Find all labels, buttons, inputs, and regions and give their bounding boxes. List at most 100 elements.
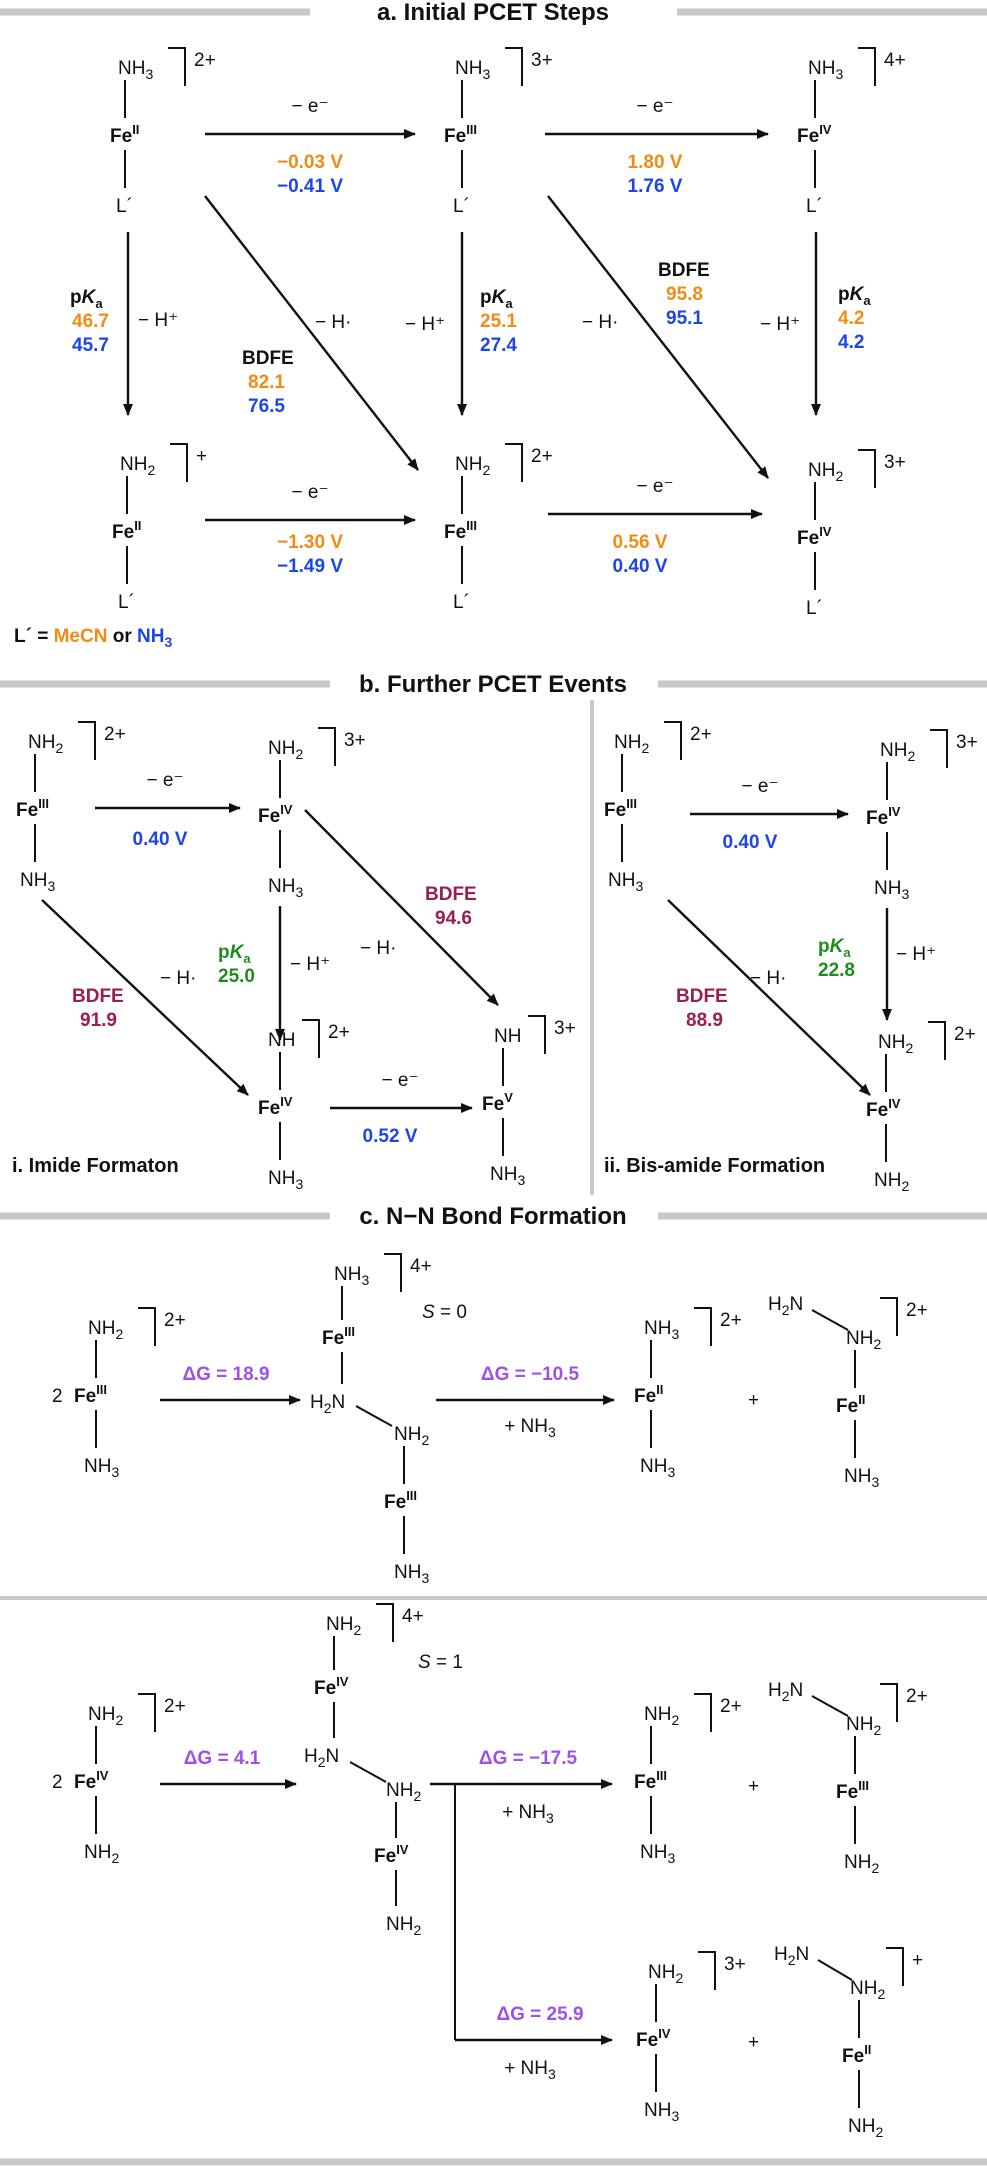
svg-text:2: 2 (52, 1386, 63, 1407)
svg-text:FeIII: FeIII (384, 1488, 417, 1513)
svg-text:− H⁺: − H⁺ (896, 944, 936, 965)
svg-text:NH2: NH2 (28, 732, 63, 756)
svg-text:FeIII: FeIII (16, 796, 49, 821)
svg-text:S = 1: S = 1 (418, 1652, 463, 1673)
svg-text:NH3: NH3 (268, 1168, 303, 1192)
section-c-title: c. N−N Bond Formation (359, 1203, 626, 1230)
charge: 3+ (884, 452, 906, 473)
svg-text:FeII: FeII (634, 1382, 663, 1407)
svg-text:NH3: NH3 (268, 876, 303, 900)
section-b-title: b. Further PCET Events (359, 671, 627, 698)
svg-text:NH2: NH2 (394, 1424, 429, 1448)
svg-text:NH2: NH2 (84, 1842, 119, 1866)
svg-text:H2N: H2N (768, 1294, 803, 1318)
svg-text:FeIV: FeIV (797, 122, 832, 147)
svg-text:FeIV: FeIV (314, 1674, 349, 1699)
svg-text:− e⁻: − e⁻ (742, 776, 779, 797)
svg-text:ΔG = 25.9: ΔG = 25.9 (496, 2004, 583, 2025)
svg-text:NH3: NH3 (394, 1562, 429, 1586)
svg-text:3+: 3+ (724, 1954, 746, 1975)
svg-text:NH2: NH2 (386, 1914, 421, 1938)
svg-text:FeIV: FeIV (74, 1768, 109, 1793)
svg-text:NH3: NH3 (334, 1264, 369, 1288)
svg-text:25.0: 25.0 (218, 966, 255, 987)
svg-text:−1.30 V: −1.30 V (277, 532, 343, 553)
e2-nh3: 1.76 V (628, 176, 683, 197)
svg-text:NH3: NH3 (20, 870, 55, 894)
svg-text:NH3: NH3 (808, 58, 843, 82)
svg-text:NH3: NH3 (844, 1466, 879, 1490)
charge: 2+ (194, 50, 216, 71)
svg-text:ΔG = 18.9: ΔG = 18.9 (182, 1364, 269, 1385)
svg-text:NH3: NH3 (455, 58, 490, 82)
svg-text:0.40 V: 0.40 V (723, 832, 778, 853)
scheme-fe3-coupling: NH2 2+ 2 FeIII NH3 ΔG = 18.9 NH3 4+ S = … (52, 1253, 928, 1586)
svg-text:2+: 2+ (164, 1310, 186, 1331)
svg-text:NH3: NH3 (644, 1318, 679, 1342)
svg-text:S = 0: S = 0 (422, 1302, 467, 1323)
svg-text:L´: L´ (118, 592, 135, 613)
svg-text:− H·: − H· (582, 312, 618, 333)
species-fe2-nh2: NH2 + FeII L´ (112, 443, 207, 613)
svg-text:NH3: NH3 (84, 1456, 119, 1480)
svg-text:FeIII: FeIII (74, 1382, 107, 1407)
svg-text:− H·: − H· (160, 968, 196, 989)
svg-text:+: + (748, 2032, 759, 2053)
svg-text:NH3: NH3 (640, 1456, 675, 1480)
svg-text:+ NH3: + NH3 (504, 1416, 556, 1440)
svg-text:NH2: NH2 (88, 1704, 123, 1728)
svg-text:L´: L´ (806, 598, 823, 619)
svg-text:+ NH3: + NH3 (502, 1802, 554, 1826)
svg-text:0.56 V: 0.56 V (613, 532, 668, 553)
svg-text:H2N: H2N (774, 1944, 809, 1968)
svg-text:0.40 V: 0.40 V (133, 829, 188, 850)
species-fe2-nh3: NH3 2+ FeII L´ (110, 47, 216, 217)
arrow-hat-2 (304, 809, 499, 1006)
svg-text:+: + (748, 1776, 759, 1797)
svg-text:2: 2 (52, 1772, 63, 1793)
svg-text:NH2: NH2 (386, 1780, 421, 1804)
svg-text:0.40 V: 0.40 V (613, 556, 668, 577)
species-fe4-nh2: NH2 3+ FeIV L´ (797, 449, 906, 619)
arrow-hat (667, 899, 871, 1096)
svg-text:NH2: NH2 (846, 1714, 881, 1738)
svg-text:FeIII: FeIII (634, 1768, 667, 1793)
svg-text:2+: 2+ (104, 724, 126, 745)
svg-text:FeIII: FeIII (604, 796, 637, 821)
svg-text:− H·: − H· (750, 968, 786, 989)
svg-text:FeIV: FeIV (866, 1096, 901, 1121)
svg-text:BDFE: BDFE (676, 986, 728, 1007)
svg-text:2+: 2+ (690, 724, 712, 745)
svg-text:− H⁺: − H⁺ (760, 314, 800, 335)
svg-text:45.7: 45.7 (72, 335, 109, 356)
svg-text:NH2: NH2 (874, 1170, 909, 1194)
e2-mecn: 1.80 V (628, 152, 683, 173)
svg-text:NH2: NH2 (326, 1614, 361, 1638)
svg-text:4.2: 4.2 (838, 332, 864, 353)
svg-text:2+: 2+ (164, 1696, 186, 1717)
svg-text:FeIV: FeIV (374, 1842, 409, 1867)
svg-text:NH2: NH2 (268, 738, 303, 762)
svg-text:3+: 3+ (344, 730, 366, 751)
svg-text:91.9: 91.9 (80, 1010, 117, 1031)
svg-text:ΔG = −10.5: ΔG = −10.5 (481, 1364, 580, 1385)
svg-text:− e⁻: − e⁻ (637, 476, 674, 497)
svg-text:− e⁻: − e⁻ (637, 96, 674, 117)
svg-text:NH2: NH2 (850, 1978, 885, 2002)
svg-text:NH2: NH2 (878, 1032, 913, 1056)
svg-text:3+: 3+ (956, 732, 978, 753)
svg-text:2+: 2+ (906, 1300, 928, 1321)
svg-text:FeII: FeII (836, 1392, 865, 1417)
ligand-l: L´ (116, 196, 133, 217)
charge: 3+ (531, 50, 553, 71)
svg-text:H2N: H2N (310, 1392, 345, 1416)
species-fe3-nh3: NH3 3+ FeIII L´ (444, 47, 553, 217)
svg-text:+ NH3: + NH3 (504, 2058, 556, 2082)
arrow-hat-1 (204, 195, 419, 471)
svg-text:2+: 2+ (906, 1686, 928, 1707)
svg-text:pKa: pKa (818, 936, 851, 960)
svg-text:2+: 2+ (720, 1310, 742, 1331)
charge: 4+ (884, 50, 906, 71)
svg-text:2+: 2+ (328, 1022, 350, 1043)
